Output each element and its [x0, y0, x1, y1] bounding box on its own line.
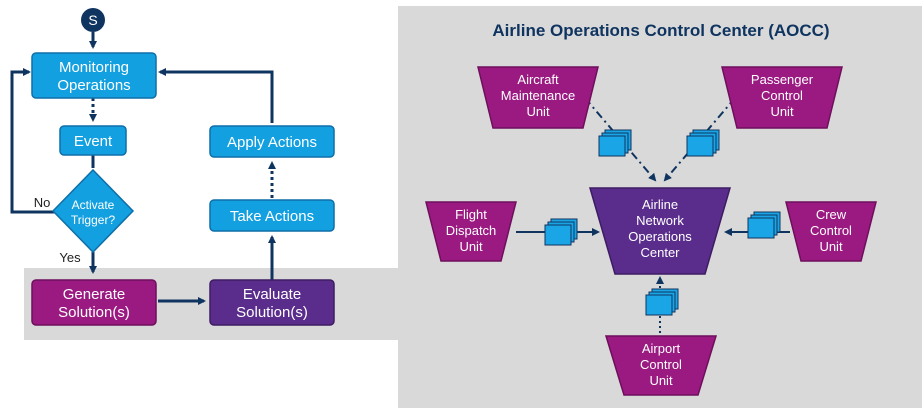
evaluate-label-line1: Evaluate	[243, 286, 301, 303]
maintenance-label-line1: Aircraft	[517, 72, 559, 87]
flowchart: S Monitoring Operations Event Activate T…	[10, 8, 335, 326]
crew-label-line3: Unit	[819, 239, 843, 254]
no-label: No	[34, 195, 51, 210]
evaluate-label-line2: Solution(s)	[236, 304, 308, 321]
maintenance-documents-icon	[598, 129, 632, 157]
generate-label-line2: Solution(s)	[58, 304, 130, 321]
maintenance-label-line3: Unit	[526, 104, 550, 119]
apply-to-monitoring-connector	[158, 68, 274, 123]
passenger-label-line3: Unit	[770, 104, 794, 119]
passenger-control-unit	[721, 66, 843, 129]
monitoring-label-line1: Monitoring	[59, 59, 129, 76]
airport-documents-icon	[645, 288, 679, 316]
passenger-label-line2: Control	[761, 88, 803, 103]
passenger-label-line1: Passenger	[751, 72, 814, 87]
flight-dispatch-unit	[425, 201, 517, 262]
take-actions-box	[209, 199, 335, 232]
airport-label-line2: Control	[640, 357, 682, 372]
monitoring-operations-box	[31, 52, 157, 99]
start-label: S	[88, 12, 97, 28]
aocc-title: Airline Operations Control Center (AOCC)	[492, 21, 829, 40]
take-actions-label: Take Actions	[230, 208, 314, 225]
airport-label-line3: Unit	[649, 373, 673, 388]
network-label-line3: Operations	[628, 229, 692, 244]
crew-control-unit	[785, 201, 877, 262]
generate-label-line1: Generate	[63, 286, 126, 303]
start-node	[81, 8, 105, 32]
monitoring-label-line2: Operations	[57, 77, 130, 94]
generate-solutions-box	[31, 279, 157, 326]
airline-network-operations-center	[589, 187, 731, 275]
aircraft-maintenance-unit	[477, 66, 599, 129]
network-label-line4: Center	[640, 245, 680, 260]
activate-trigger-decision	[51, 168, 135, 254]
apply-actions-label: Apply Actions	[227, 134, 317, 151]
network-label-line1: Airline	[642, 197, 678, 212]
evaluate-solutions-box	[209, 279, 335, 326]
decision-label-line2: Trigger?	[71, 213, 116, 227]
event-label: Event	[74, 133, 113, 150]
decision-label-line1: Activate	[72, 198, 115, 212]
crew-label-line2: Control	[810, 223, 852, 238]
dispatch-label-line2: Dispatch	[446, 223, 497, 238]
yes-label: Yes	[59, 250, 81, 265]
airport-control-unit	[604, 335, 718, 396]
maintenance-label-line2: Maintenance	[501, 88, 575, 103]
crew-documents-icon	[747, 211, 781, 239]
crew-label-line1: Crew	[816, 207, 847, 222]
aocc-diagram: Airline Operations Control Center (AOCC)…	[425, 21, 877, 396]
dispatch-documents-icon	[544, 218, 578, 246]
dispatch-label-line3: Unit	[459, 239, 483, 254]
no-loop-connector	[10, 68, 56, 214]
dispatch-label-line1: Flight	[455, 207, 487, 222]
passenger-documents-icon	[686, 129, 720, 157]
event-box	[59, 125, 127, 156]
airport-label-line1: Airport	[642, 341, 681, 356]
network-label-line2: Network	[636, 213, 684, 228]
apply-actions-box	[209, 125, 335, 158]
